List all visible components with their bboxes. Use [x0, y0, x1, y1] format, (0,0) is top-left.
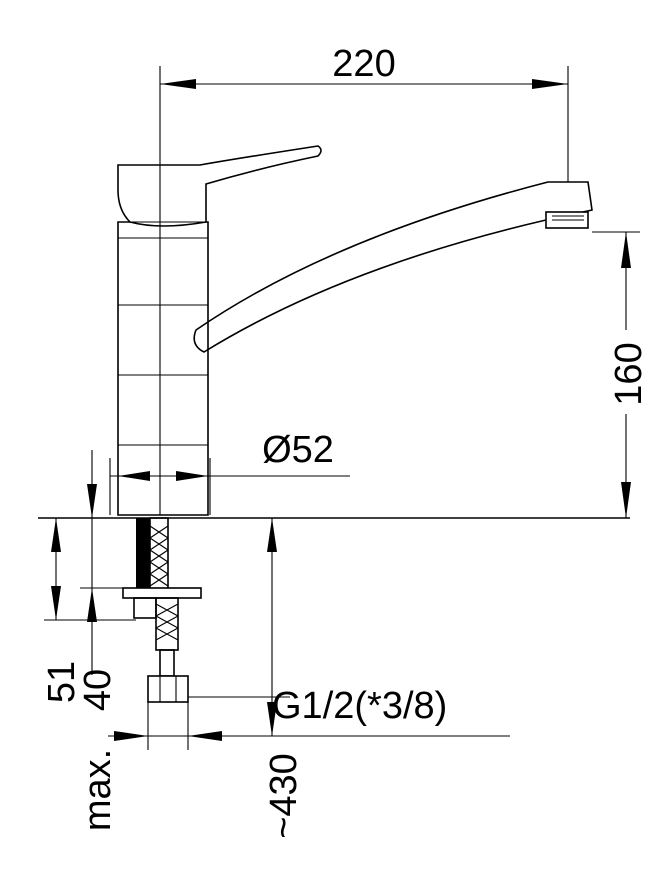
faucet-body: [117, 145, 593, 516]
mounting-assembly: [122, 517, 202, 703]
depth-51-label: 51: [41, 661, 83, 703]
lever-handle: [117, 145, 322, 227]
mounting-nut: [122, 587, 202, 599]
max-label: max.: [77, 749, 119, 831]
dim-width: 220: [159, 43, 569, 515]
spout: [193, 181, 593, 353]
body-diameter-label: Ø52: [262, 429, 334, 471]
dim-body-diameter: Ø52: [109, 429, 350, 515]
dim-counter-thickness: 51 40: [41, 450, 136, 711]
dim-thread: G1/2(*3/8): [188, 685, 447, 727]
width-label: 220: [332, 43, 395, 85]
dim-spout-height: 160: [592, 231, 650, 518]
dim-hose-length: max. ~430: [77, 518, 510, 839]
thread-label: G1/2(*3/8): [272, 685, 447, 727]
hose-connector: [147, 675, 189, 703]
hose-length-label: ~430: [263, 753, 305, 839]
depth-40-label: 40: [77, 669, 119, 711]
spout-height-label: 160: [608, 342, 650, 405]
mounting-rod: [136, 518, 150, 590]
